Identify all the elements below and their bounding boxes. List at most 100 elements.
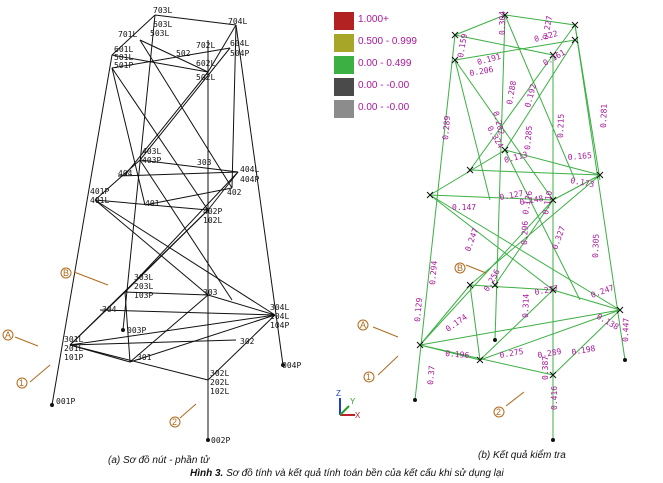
node-label: 302	[240, 337, 255, 346]
node-label: 301L	[64, 335, 83, 344]
node-label: 501L	[114, 53, 133, 62]
ratio-label: 0.198	[571, 344, 596, 357]
ratio-label: 0.305	[591, 234, 601, 259]
axis-a-marker: A	[2, 329, 14, 341]
ratio-label: 0.138	[595, 312, 621, 332]
ratio-label: 0.192	[523, 83, 538, 109]
legend-swatch	[334, 78, 354, 96]
ratio-label: 0.294	[428, 260, 439, 285]
legend-row: 0.00 - -0.00	[332, 98, 442, 120]
ratio-label: 0.148	[519, 194, 544, 207]
node-label: 704L	[228, 17, 247, 26]
axis-1-marker: 1	[16, 377, 28, 389]
svg-text:X: X	[355, 411, 361, 420]
ratio-label: 0.447	[621, 318, 631, 343]
figure-caption-text: Sơ đồ tính và kết quả tính toán bền của …	[223, 468, 504, 479]
legend-label: 0.00 - -0.00	[358, 80, 410, 91]
node-label: 101P	[64, 353, 83, 362]
node-label: 302L	[210, 369, 229, 378]
node-label: 201L	[64, 344, 83, 353]
node-label: 403P	[142, 156, 161, 165]
svg-text:2: 2	[496, 407, 501, 417]
ratio-label: 0.288	[505, 80, 518, 105]
node-label: 103P	[134, 291, 153, 300]
figure-caption: Hình 3. Sơ đồ tính và kết quả tính toán …	[190, 468, 504, 479]
legend-swatch	[334, 100, 354, 118]
node-label: 504P	[230, 49, 249, 58]
node-label: 303	[197, 158, 212, 167]
ratio-label: 0.247	[590, 283, 616, 300]
ratio-label: 0.176	[521, 190, 534, 215]
ratio-label: 0.247	[463, 227, 480, 253]
node-label: 403L	[142, 147, 161, 156]
node-label: 702L	[196, 41, 215, 50]
node-label: 102L	[210, 387, 229, 396]
node-label: 603L	[153, 20, 172, 29]
legend-swatch	[334, 12, 354, 30]
legend-label: 1.000+	[358, 14, 389, 25]
ratio-label: 0.416	[550, 386, 559, 410]
ratio-label: 0.159	[456, 33, 469, 58]
node-label: 102L	[203, 216, 222, 225]
ratio-label: 0.296	[520, 221, 530, 246]
legend-label: 0.00 - 0.499	[358, 58, 412, 69]
node-label: 002P	[211, 436, 230, 445]
figure-caption-number: Hình 3.	[190, 468, 224, 479]
svg-text:B: B	[457, 263, 463, 273]
panel-b-node-marks	[416, 11, 624, 379]
panel-b-caption: (b) Kết quả kiểm tra	[478, 450, 566, 461]
svg-text:B: B	[63, 268, 69, 278]
node-label: 303	[203, 288, 218, 297]
legend-row: 0.00 - 0.499	[332, 54, 442, 76]
node-label: 304L	[270, 303, 289, 312]
node-label: 404	[118, 169, 133, 178]
ratio-label: 0.110	[541, 190, 554, 215]
panel-a-axis-circles: A B 1 2	[2, 267, 181, 428]
ratio-label: 0.275	[499, 347, 524, 360]
node-label: 304	[102, 305, 117, 314]
ratio-label: 0.174	[444, 312, 469, 333]
node-label: 301	[137, 353, 152, 362]
ratio-label: 0.289	[537, 347, 562, 360]
ratio-label: 0.314	[521, 294, 531, 319]
axis-a-marker: A	[357, 319, 369, 331]
ratio-label: 0.165	[567, 151, 592, 162]
node-label: 204L	[270, 312, 289, 321]
ratio-label: 0.387	[541, 356, 550, 380]
ratio-label: 0.206	[469, 65, 494, 78]
node-label: 701L	[118, 30, 137, 39]
node-label: 604L	[230, 39, 249, 48]
legend-swatch	[334, 56, 354, 74]
node-label: 501P	[114, 61, 133, 70]
panel-a-node-labels: 703L 603L 503L 704L 701L 702L 604L 504P …	[56, 6, 301, 445]
legend-swatch	[334, 34, 354, 52]
ratio-label: 0.215	[556, 114, 566, 139]
node-label: 404P	[240, 175, 259, 184]
node-label: 502L	[196, 73, 215, 82]
axis-2-marker: 2	[169, 416, 181, 428]
axis-b-marker: B	[454, 262, 466, 274]
panel-b-ratio-labels: 0.304 0.222 0.227 0.159 0.191 0.161 0.20…	[413, 11, 631, 410]
panel-a-caption: (a) Sơ đồ nút - phần tử	[108, 455, 210, 466]
legend-label: 0.500 - 0.999	[358, 36, 417, 47]
ratio-label: 0.147	[452, 203, 476, 212]
node-label: 601L	[114, 45, 133, 54]
ratio-label: 0.281	[599, 104, 609, 129]
ratio-label: 0.227	[541, 15, 554, 40]
ratio-label: 0.256	[482, 267, 502, 293]
axis-triad-icon: Z Y X	[336, 389, 361, 420]
panel-b-axis-guides	[372, 264, 525, 407]
node-label: 202L	[210, 378, 229, 387]
ratio-label: 0.37	[426, 365, 437, 385]
node-label: 402	[227, 188, 242, 197]
svg-text:1: 1	[19, 378, 24, 388]
svg-text:Y: Y	[350, 397, 356, 406]
ratio-label: 0.129	[413, 297, 424, 322]
node-label: 003P	[127, 326, 146, 335]
node-label: 703L	[153, 6, 172, 15]
panel-a-wireframe	[51, 14, 284, 440]
svg-text:1: 1	[366, 372, 371, 382]
legend-row: 0.500 - 0.999	[332, 32, 442, 54]
node-label: 503L	[150, 29, 169, 38]
panel-b-supports	[413, 338, 627, 442]
